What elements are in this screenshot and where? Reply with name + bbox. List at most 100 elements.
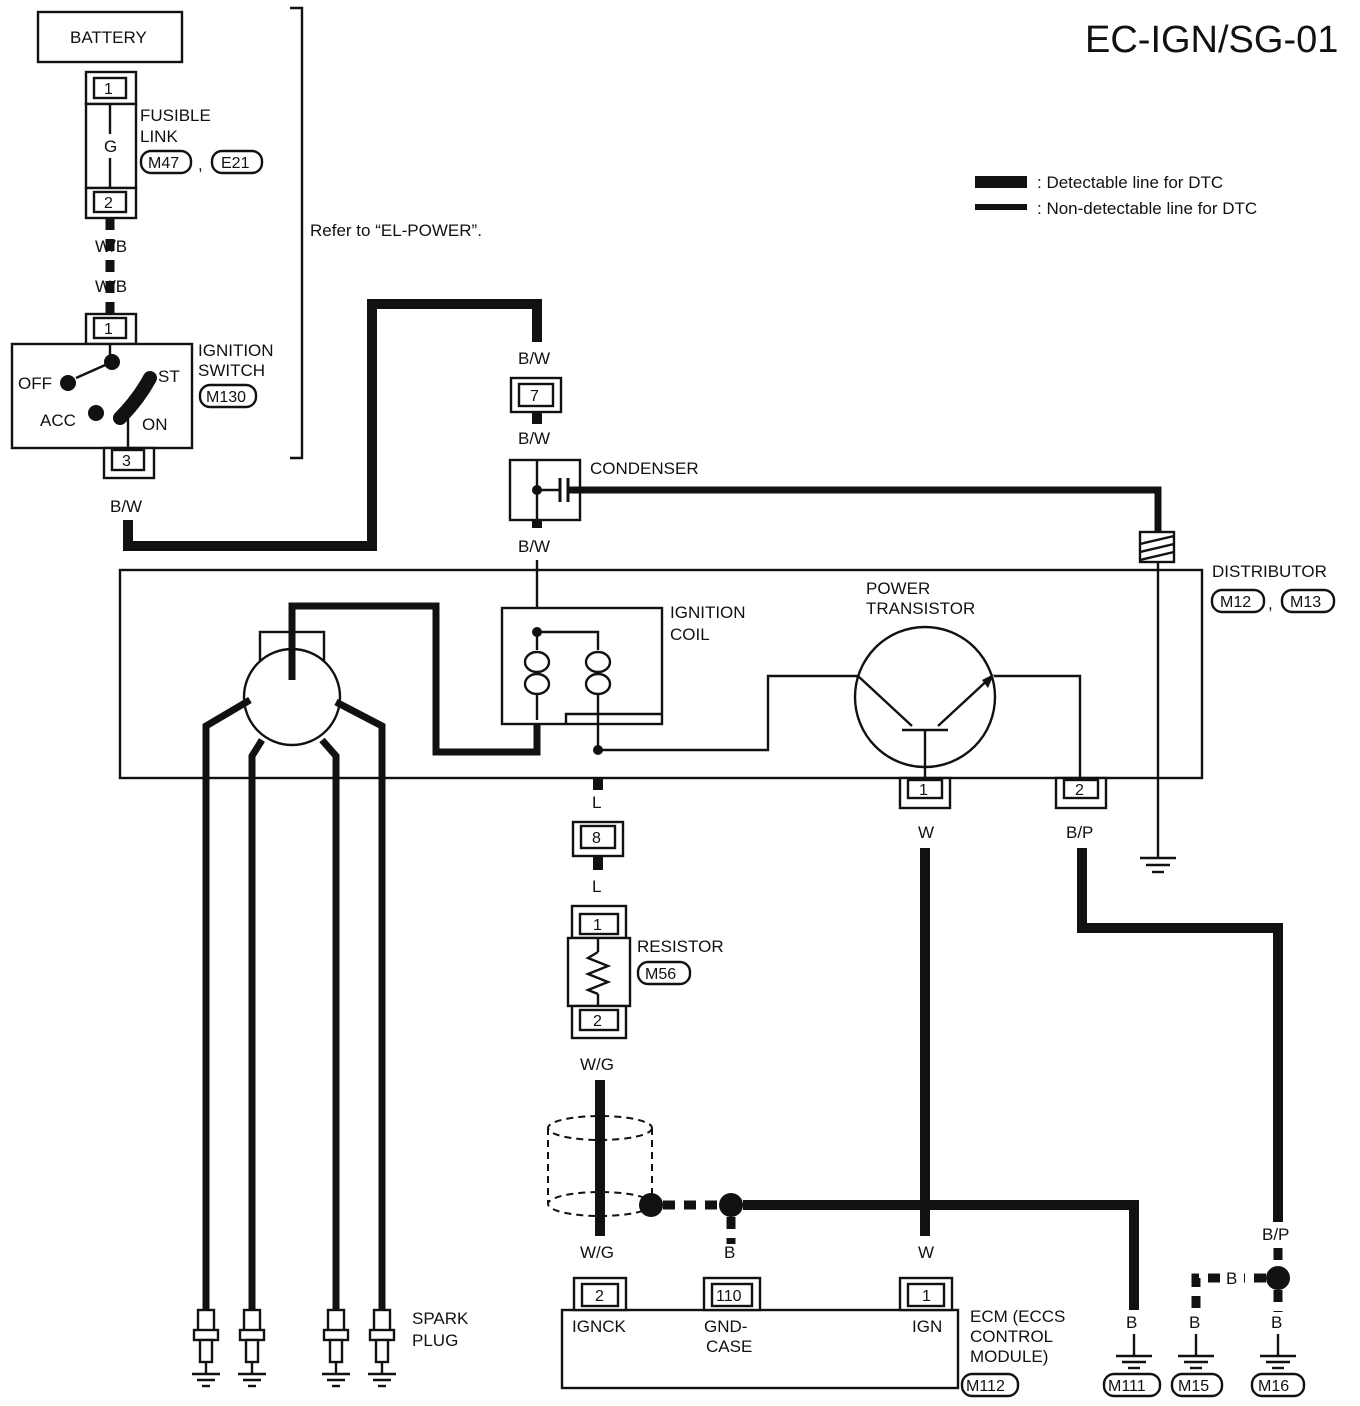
connector-badge-m56 [636, 960, 692, 986]
ground-label-m111: M111 [1108, 1378, 1146, 1395]
wire-label-wg-2: W/G [580, 1243, 614, 1262]
distributor-ground-symbol [1140, 856, 1176, 874]
fusible-link: 1 G 2 FUSIBLE LINK M47 , E21 [84, 70, 264, 220]
distributor-conn2: M13 [1290, 594, 1321, 611]
spark-plug-1 [192, 1308, 220, 1388]
ecm-gnd-label-1: GND- [704, 1317, 747, 1336]
ecm-ign-label: IGN [912, 1317, 942, 1336]
wire-label-w-1: W [918, 823, 934, 842]
transistor-pin2-label: 2 [1075, 782, 1084, 799]
distributor-rotor [242, 602, 541, 756]
connector-8-label: 8 [592, 830, 601, 847]
fusible-link-conn1: M47 [148, 155, 179, 172]
resistor-conn: M56 [645, 966, 676, 983]
connector-badge-m130 [198, 383, 258, 409]
switch-acc-label: ACC [40, 411, 76, 430]
ground-label-m16: M16 [1258, 1378, 1289, 1395]
wire-label-bw-2: B/W [518, 429, 550, 448]
legend-detectable-swatch [975, 176, 1027, 188]
wire-label-bw-switch: B/W [110, 497, 142, 516]
resistor: 1 2 RESISTOR M56 [566, 904, 724, 1040]
ecm-pin-ign: 1 [922, 1288, 931, 1305]
wire-label-b-m15: B [1189, 1313, 1200, 1332]
wire-label-l-2: L [592, 877, 601, 896]
switch-on-label: ON [142, 415, 168, 434]
connector-badge-m13 [1280, 588, 1336, 614]
fusible-link-pin-top: 1 [104, 81, 113, 98]
wire-coil-transistor [598, 674, 858, 752]
switch-off-label: OFF [18, 374, 52, 393]
wire-label-b-m15-h: B [1226, 1269, 1237, 1288]
connector-badge-m12 [1210, 588, 1266, 614]
fusible-link-label-2: LINK [140, 127, 178, 146]
connector-badge-m112 [960, 1372, 1020, 1398]
ecm-gnd-label-2: CASE [706, 1337, 752, 1356]
ecm-box [560, 1308, 960, 1390]
ignition-coil-label-1: IGNITION [670, 603, 746, 622]
ground-m16: B M16 [1250, 1313, 1306, 1398]
splice-gnd [719, 1193, 743, 1217]
fusible-link-label-1: FUSIBLE [140, 106, 211, 125]
battery-label: BATTERY [70, 28, 147, 47]
wire-ground-bus [743, 1200, 1139, 1310]
legend: : Detectable line for DTC : Non-detectab… [975, 173, 1257, 218]
distributor-sep: , [1268, 594, 1273, 613]
diagram-title: EC-IGN/SG-01 [1085, 19, 1338, 61]
wire-condenser-ground [568, 486, 1162, 536]
spark-plug-3 [322, 1308, 350, 1388]
battery-box [36, 10, 184, 64]
resistor-label: RESISTOR [637, 937, 724, 956]
wire-bw-main [123, 299, 542, 551]
power-transistor: POWER TRANSISTOR [853, 579, 1082, 778]
legend-non-detectable-label: : Non-detectable line for DTC [1037, 199, 1257, 218]
legend-non-detectable-swatch [975, 204, 1027, 210]
ignition-switch-label-1: IGNITION [198, 341, 274, 360]
wire-bp [1077, 848, 1283, 1222]
wire-label-bp-2: B/P [1262, 1225, 1289, 1244]
ignition-switch-label-2: SWITCH [198, 361, 265, 380]
ecm: W/G 2 110 1 IGNCK GND- CASE IGN ECM (ECC… [560, 1243, 1065, 1398]
ecm-pin-gnd: 110 [716, 1288, 742, 1305]
ecm-pin-ignck: 2 [595, 1288, 604, 1305]
distributor-label: DISTRIBUTOR [1212, 562, 1327, 581]
wire-label-w-2: W [918, 1243, 934, 1262]
spark-plugs: SPARK PLUG [192, 1308, 469, 1388]
wire-label-wb-1: W/B [95, 237, 127, 256]
wire-label-wb-2: W/B [95, 277, 127, 296]
ignition-coil-label-2: COIL [670, 625, 710, 644]
wire-label-b-gnd: B [724, 1243, 735, 1262]
fusible-link-sep: , [198, 155, 203, 174]
ecm-label-1: ECM (ECCS [970, 1307, 1065, 1326]
ground-label-m15: M15 [1178, 1378, 1209, 1395]
ecm-conn: M112 [966, 1378, 1005, 1395]
power-transistor-label-1: POWER [866, 579, 930, 598]
ignition-switch-pin-top: 1 [104, 321, 113, 338]
wire-label-bw-1: B/W [518, 349, 550, 368]
ground-hatch [1138, 530, 1176, 564]
spark-plug-wires [202, 696, 386, 1310]
condenser-label: CONDENSER [590, 459, 699, 478]
splice-bp [1266, 1266, 1290, 1290]
distributor-conn1: M12 [1220, 594, 1251, 611]
power-transistor-label-2: TRANSISTOR [866, 599, 975, 618]
spark-plug-label-2: PLUG [412, 1331, 458, 1350]
fusible-link-pin-bottom: 2 [104, 195, 113, 212]
wire-label-bw-3: B/W [518, 537, 550, 556]
spark-plug-label-1: SPARK [412, 1309, 469, 1328]
ground-m15: B M15 [1170, 1313, 1224, 1398]
connector-badge-e21 [210, 149, 264, 175]
ignition-coil: IGNITION COIL [500, 603, 746, 755]
resistor-pin-top: 1 [593, 917, 602, 934]
legend-detectable-label: : Detectable line for DTC [1037, 173, 1223, 192]
connector-7-label: 7 [530, 388, 539, 405]
ignition-switch: 1 OFF ACC ST ON 3 IGNITION SWITCH M130 [10, 312, 274, 480]
wire-label-b-m16: B [1271, 1313, 1282, 1332]
wire-label-b-m111: B [1126, 1313, 1137, 1332]
wire-label-l-1: L [592, 793, 601, 812]
ecm-ignck-label: IGNCK [572, 1317, 627, 1336]
spark-plug-4 [368, 1308, 396, 1388]
refer-bracket [290, 6, 304, 460]
ignition-switch-conn: M130 [206, 389, 246, 406]
refer-note: Refer to “EL-POWER”. [310, 221, 482, 240]
